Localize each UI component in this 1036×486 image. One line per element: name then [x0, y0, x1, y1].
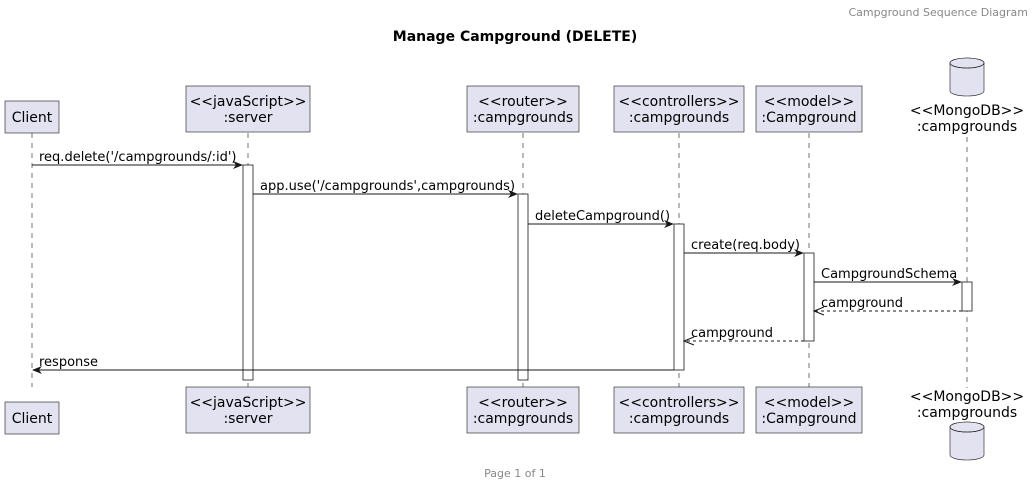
- message-arrowhead: [682, 336, 695, 346]
- lifelines: [31, 133, 968, 388]
- participant-box: [466, 85, 580, 133]
- message-label: response: [39, 355, 98, 370]
- message-label: app.use('/campgrounds',campgrounds): [260, 179, 515, 194]
- participant-mongodb-bottom: <<MongoDB>>:campgrounds: [910, 389, 1024, 461]
- participant-label: :campgrounds: [473, 110, 573, 126]
- database-icon: [949, 421, 985, 461]
- participant-box: [185, 386, 311, 434]
- message-arrowhead: [664, 220, 674, 228]
- header-caption: Campground Sequence Diagram: [848, 6, 1028, 19]
- message-3: deleteCampground(): [528, 209, 674, 228]
- participant-controllers-bottom: <<controllers>>:campgrounds: [613, 386, 745, 434]
- participant-box: [466, 386, 580, 434]
- participant-label: <<MongoDB>>: [910, 103, 1024, 119]
- message-7: campground: [682, 326, 804, 346]
- activation-bars: [242, 164, 973, 381]
- participant-router-top: <<router>>:campgrounds: [466, 85, 580, 133]
- message-arrowhead: [32, 366, 42, 374]
- participant-box: [755, 386, 863, 434]
- participant-box: [4, 100, 60, 134]
- participant-client-bottom: Client: [4, 401, 60, 435]
- participant-model-bottom: <<model>>:Campground: [755, 386, 863, 434]
- participant-label: :Campground: [761, 411, 856, 427]
- participant-label: <<controllers>>: [618, 395, 739, 411]
- participant-label: :campgrounds: [917, 405, 1017, 421]
- message-arrowhead: [508, 190, 518, 198]
- diagram-title: Manage Campground (DELETE): [393, 29, 637, 45]
- activation-model: [803, 252, 815, 342]
- message-label: campground: [691, 326, 773, 341]
- participant-label: <<model>>: [764, 94, 855, 110]
- participant-label: <<javaScript>>: [190, 395, 307, 411]
- participant-box: [4, 401, 60, 435]
- participant-label: :server: [223, 411, 272, 427]
- messages: req.delete('/campgrounds/:id') app.use('/…: [32, 150, 962, 374]
- activation-router: [517, 193, 529, 381]
- participant-label: <<MongoDB>>: [910, 389, 1024, 405]
- participant-label: <<model>>: [764, 395, 855, 411]
- participant-server-bottom: <<javaScript>>:server: [185, 386, 311, 434]
- message-label: create(req.body): [691, 238, 800, 253]
- activation-server: [242, 164, 254, 381]
- participant-box: [613, 85, 745, 133]
- message-1: req.delete('/campgrounds/:id'): [32, 150, 243, 169]
- message-8: response: [32, 355, 674, 374]
- activation-controllers: [673, 223, 685, 371]
- message-label: CampgroundSchema: [821, 267, 957, 282]
- participant-box: [755, 85, 863, 133]
- participant-mongodb-top: <<MongoDB>>:campgrounds: [910, 57, 1024, 135]
- participant-label: <<javaScript>>: [190, 94, 307, 110]
- message-arrowhead: [794, 249, 804, 257]
- activation-mongodb: [961, 281, 973, 312]
- message-arrowhead: [812, 306, 825, 316]
- participant-controllers-top: <<controllers>>:campgrounds: [613, 85, 745, 133]
- participant-model-top: <<model>>:Campground: [755, 85, 863, 133]
- message-label: campground: [821, 296, 903, 311]
- message-4: create(req.body): [684, 238, 804, 257]
- participant-label: :Campground: [761, 110, 856, 126]
- participants-bottom: Client<<javaScript>>:server<<router>>:ca…: [4, 386, 1024, 461]
- page-footer: Page 1 of 1: [484, 467, 546, 480]
- participant-label: <<router>>: [478, 395, 568, 411]
- participant-label: :campgrounds: [917, 119, 1017, 135]
- participant-label: Client: [12, 110, 53, 126]
- participant-label: :server: [223, 110, 272, 126]
- participant-router-bottom: <<router>>:campgrounds: [466, 386, 580, 434]
- participant-label: :campgrounds: [629, 110, 729, 126]
- message-label: req.delete('/campgrounds/:id'): [39, 150, 237, 165]
- participants-top: Client<<javaScript>>:server<<router>>:ca…: [4, 57, 1024, 135]
- participant-label: <<router>>: [478, 94, 568, 110]
- participant-box: [613, 386, 745, 434]
- participant-box: [185, 85, 311, 133]
- participant-label: :campgrounds: [629, 411, 729, 427]
- message-arrowhead: [952, 278, 962, 286]
- message-arrowhead: [233, 161, 243, 169]
- participant-server-top: <<javaScript>>:server: [185, 85, 311, 133]
- participant-label: <<controllers>>: [618, 94, 739, 110]
- message-2: app.use('/campgrounds',campgrounds): [253, 179, 518, 198]
- participant-client-top: Client: [4, 100, 60, 134]
- participant-label: Client: [12, 411, 53, 427]
- database-icon: [949, 57, 985, 97]
- message-label: deleteCampground(): [535, 209, 670, 224]
- message-5: CampgroundSchema: [814, 267, 962, 286]
- message-6: campground: [812, 296, 962, 316]
- participant-label: :campgrounds: [473, 411, 573, 427]
